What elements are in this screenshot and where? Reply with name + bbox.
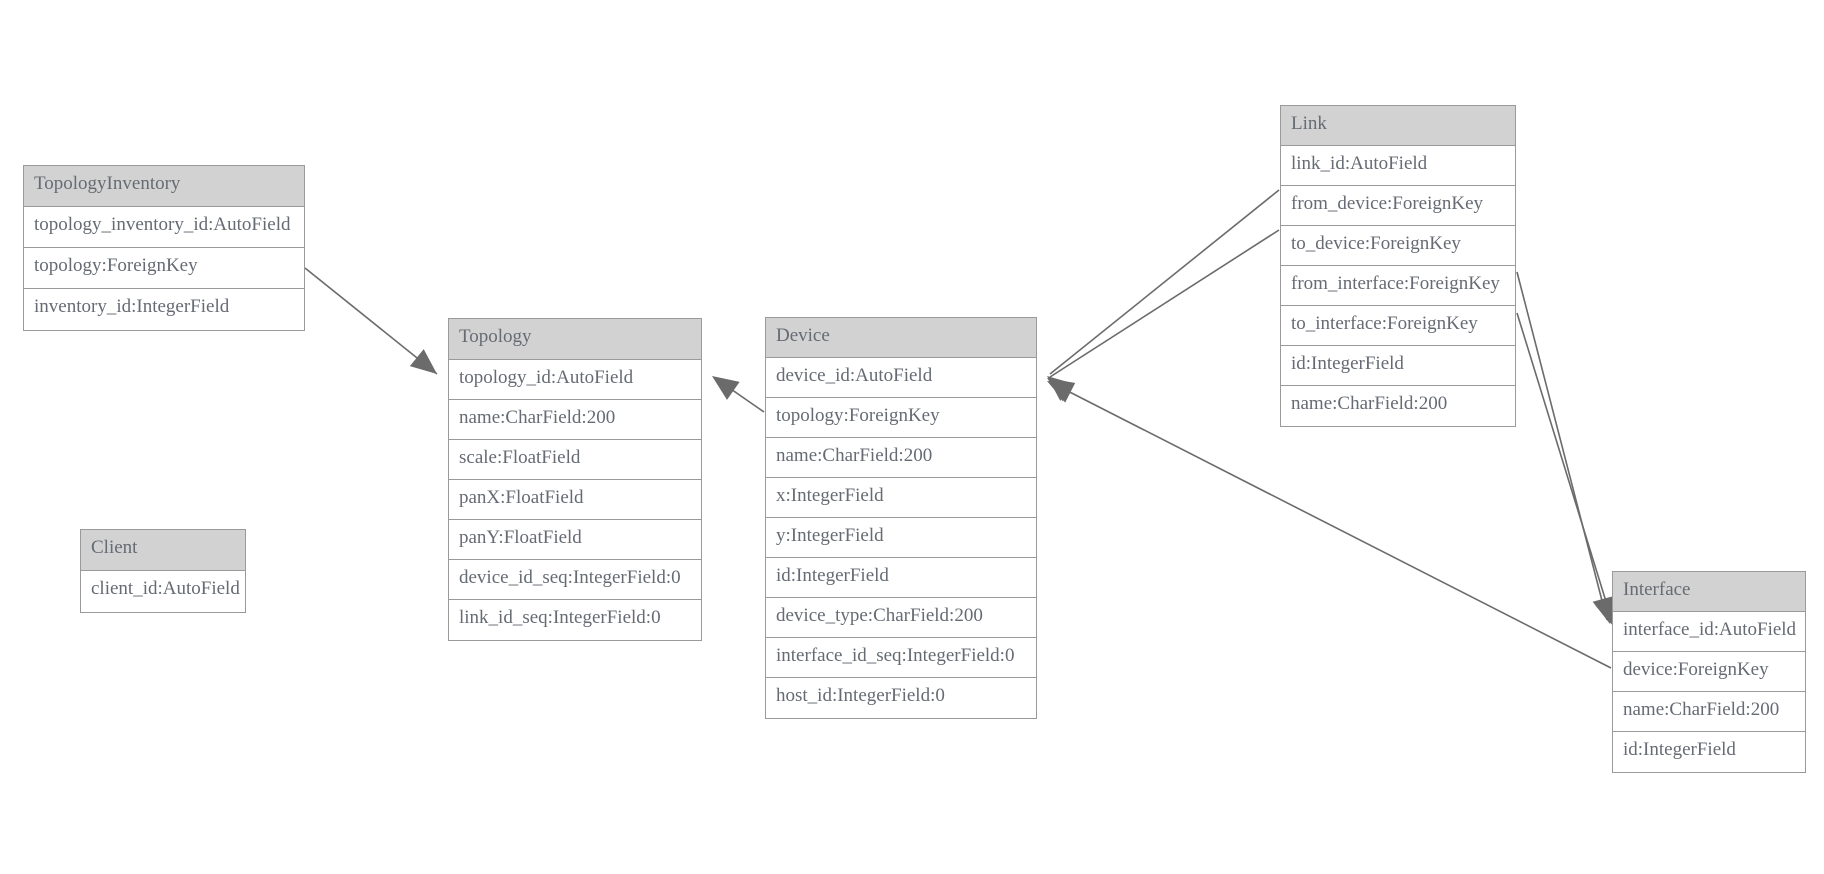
relationship-rel-device-topology — [712, 376, 765, 413]
entity-field[interactable]: name:CharField:200 — [766, 438, 1036, 478]
entity-field[interactable]: interface_id:AutoField — [1613, 612, 1805, 652]
arrowhead-icon — [1047, 381, 1076, 403]
relationship-rel-link-from-interface — [1516, 271, 1614, 624]
relationship-line — [1516, 312, 1613, 622]
relationship-rel-link-to-interface — [1516, 312, 1617, 627]
entity-field[interactable]: device:ForeignKey — [1613, 652, 1805, 692]
entity-title-topology-inventory: TopologyInventory — [24, 166, 304, 207]
entity-field[interactable]: panX:FloatField — [449, 480, 701, 520]
entity-field[interactable]: id:IntegerField — [766, 558, 1036, 598]
entity-field[interactable]: device_id_seq:IntegerField:0 — [449, 560, 701, 600]
entity-field[interactable]: scale:FloatField — [449, 440, 701, 480]
relationship-line — [714, 377, 765, 413]
relationship-line — [1049, 189, 1280, 375]
entity-field[interactable]: from_interface:ForeignKey — [1281, 266, 1515, 306]
entity-title-device: Device — [766, 318, 1036, 358]
relationship-rel-link-to-device — [1047, 229, 1280, 402]
entity-field[interactable]: name:CharField:200 — [449, 400, 701, 440]
entity-field[interactable]: host_id:IntegerField:0 — [766, 678, 1036, 718]
entity-field[interactable]: client_id:AutoField — [81, 571, 245, 612]
entity-field[interactable]: to_interface:ForeignKey — [1281, 306, 1515, 346]
entity-field[interactable]: from_device:ForeignKey — [1281, 186, 1515, 226]
entity-field[interactable]: device_type:CharField:200 — [766, 598, 1036, 638]
entity-title-topology: Topology — [449, 319, 701, 360]
entity-field[interactable]: topology:ForeignKey — [766, 398, 1036, 438]
entity-field[interactable]: name:CharField:200 — [1613, 692, 1805, 732]
entity-field[interactable]: name:CharField:200 — [1281, 386, 1515, 426]
arrowhead-icon — [1047, 376, 1075, 401]
relationship-line — [1049, 229, 1280, 378]
relationship-line — [304, 267, 438, 375]
arrowhead-icon — [712, 376, 740, 400]
entity-field[interactable]: interface_id_seq:IntegerField:0 — [766, 638, 1036, 678]
entity-field[interactable]: inventory_id:IntegerField — [24, 289, 304, 330]
entity-title-interface: Interface — [1613, 572, 1805, 612]
entity-field[interactable]: to_device:ForeignKey — [1281, 226, 1515, 266]
entity-field[interactable]: panY:FloatField — [449, 520, 701, 560]
arrowhead-icon — [1047, 378, 1075, 402]
arrowhead-icon — [409, 349, 437, 374]
entity-title-link: Link — [1281, 106, 1515, 146]
relationship-rel-topologyinventory-topology — [304, 267, 438, 375]
entity-field[interactable]: link_id:AutoField — [1281, 146, 1515, 186]
entity-field[interactable]: topology:ForeignKey — [24, 248, 304, 289]
entity-field[interactable]: y:IntegerField — [766, 518, 1036, 558]
entity-field[interactable]: id:IntegerField — [1613, 732, 1805, 772]
entity-field[interactable]: link_id_seq:IntegerField:0 — [449, 600, 701, 640]
entity-field[interactable]: topology_inventory_id:AutoField — [24, 207, 304, 248]
relationship-line — [1516, 271, 1608, 621]
entity-field[interactable]: topology_id:AutoField — [449, 360, 701, 400]
entity-title-client: Client — [81, 530, 245, 571]
entity-field[interactable]: device_id:AutoField — [766, 358, 1036, 398]
entity-field[interactable]: id:IntegerField — [1281, 346, 1515, 386]
relationship-rel-link-from-device — [1047, 189, 1280, 401]
entity-field[interactable]: x:IntegerField — [766, 478, 1036, 518]
